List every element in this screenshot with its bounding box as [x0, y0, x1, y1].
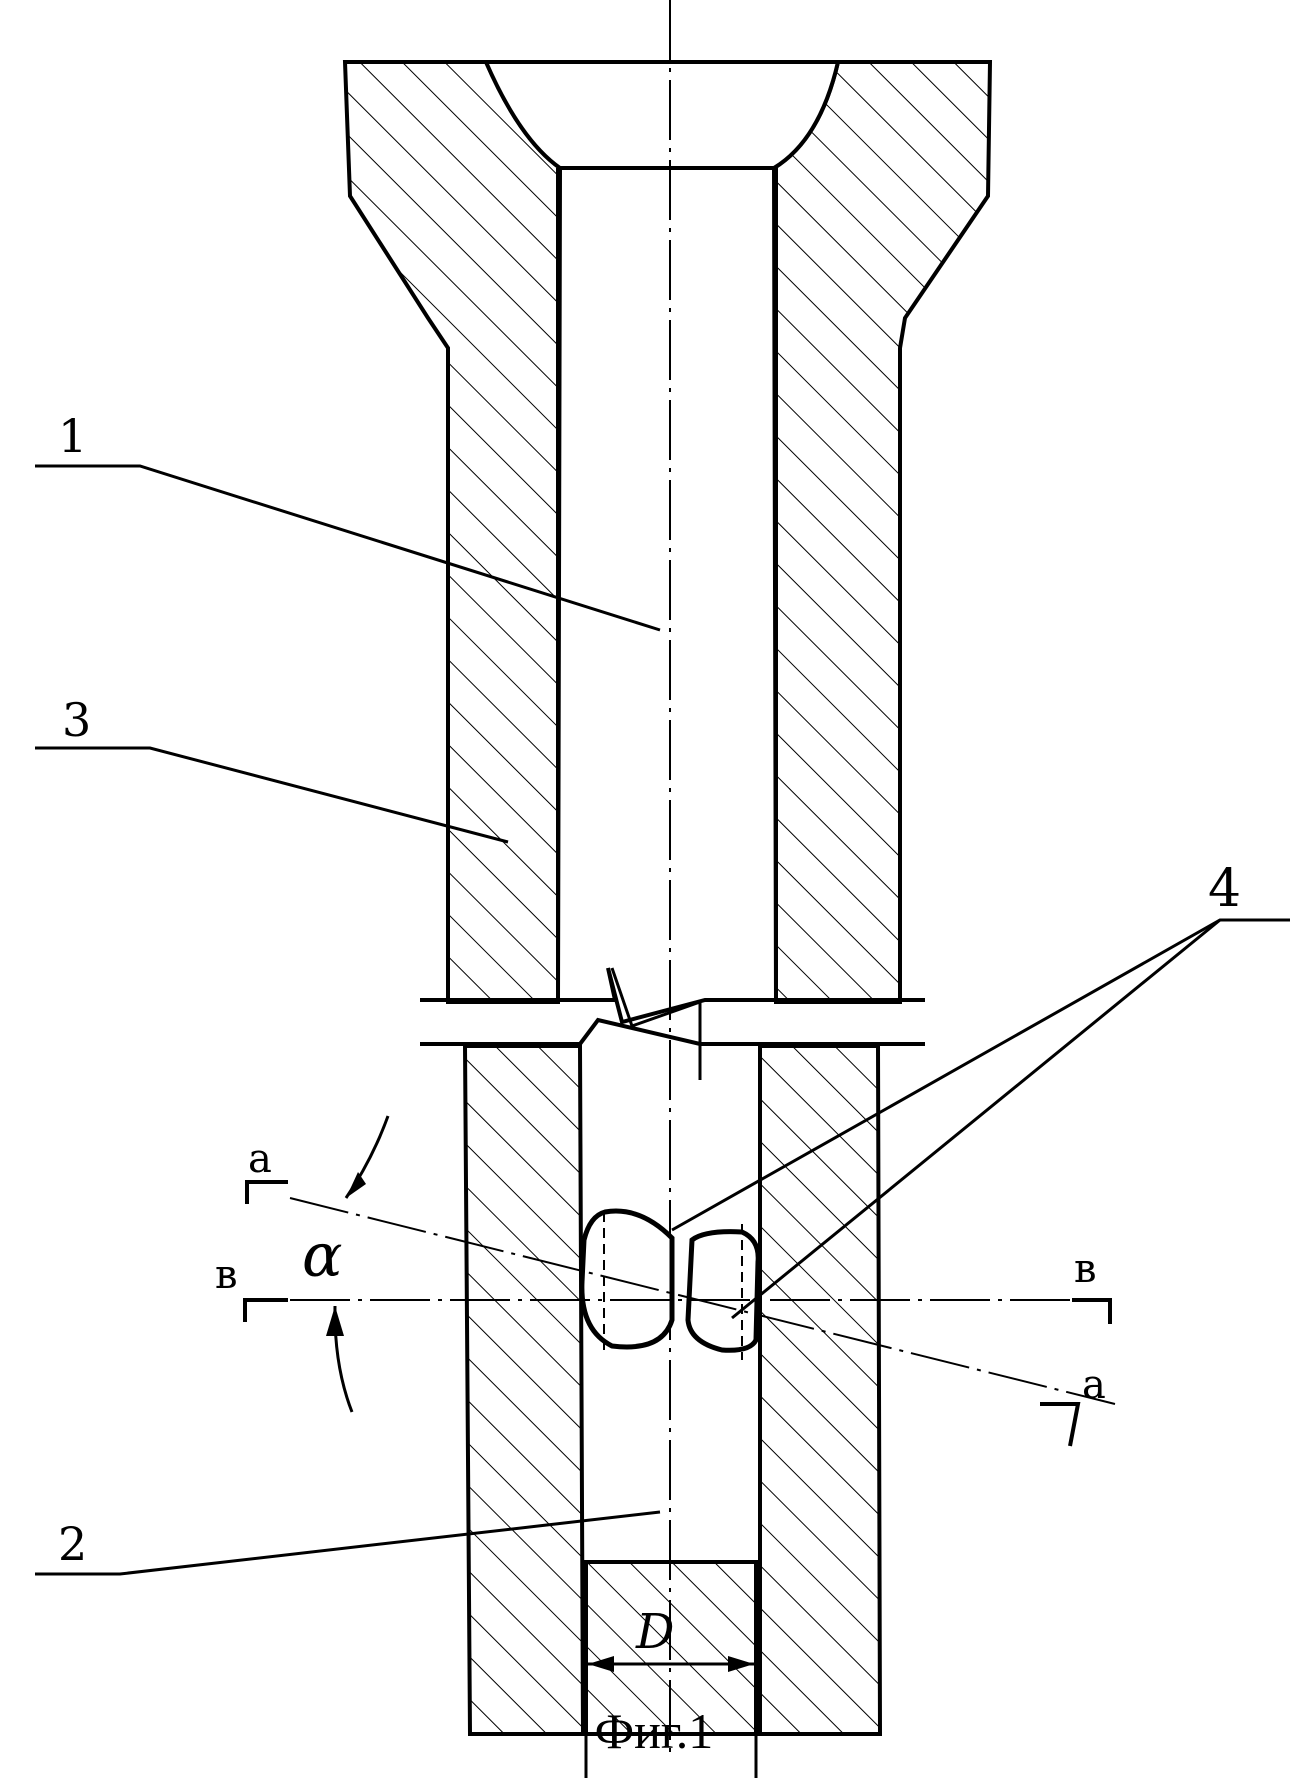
callout-3: 3	[62, 693, 91, 747]
left-wall-upper	[345, 62, 560, 1002]
right-wall-lower	[760, 1046, 880, 1734]
break-line-bottom	[420, 1020, 925, 1044]
section-label-a-right: а	[1082, 1362, 1106, 1408]
section-label-b-left: в	[215, 1252, 238, 1298]
section-mark-a-right	[1040, 1404, 1078, 1446]
section-label-b-right: в	[1074, 1246, 1097, 1292]
leader-3	[35, 748, 508, 842]
angle-label: α	[302, 1221, 343, 1291]
section-label-a-left: а	[248, 1136, 272, 1182]
callout-1: 1	[58, 409, 87, 463]
opening-left	[582, 1211, 672, 1347]
callout-4: 4	[1208, 859, 1241, 919]
break-zigzag	[612, 968, 700, 1080]
section-mark-b-right	[1072, 1300, 1110, 1324]
figure-caption: Фиг.1	[0, 1702, 1308, 1760]
callout-2: 2	[58, 1517, 87, 1571]
dimension-label: D	[635, 1604, 674, 1660]
angle-arrow-lower	[326, 1306, 344, 1336]
angle-arrow-upper	[346, 1172, 366, 1198]
countersink	[486, 62, 838, 168]
section-mark-a-left	[247, 1182, 288, 1204]
opening-right	[688, 1232, 758, 1351]
leader-1	[35, 466, 660, 630]
right-wall-upper	[774, 62, 990, 1002]
section-mark-b-left	[245, 1300, 288, 1322]
left-wall-lower	[465, 1046, 583, 1734]
